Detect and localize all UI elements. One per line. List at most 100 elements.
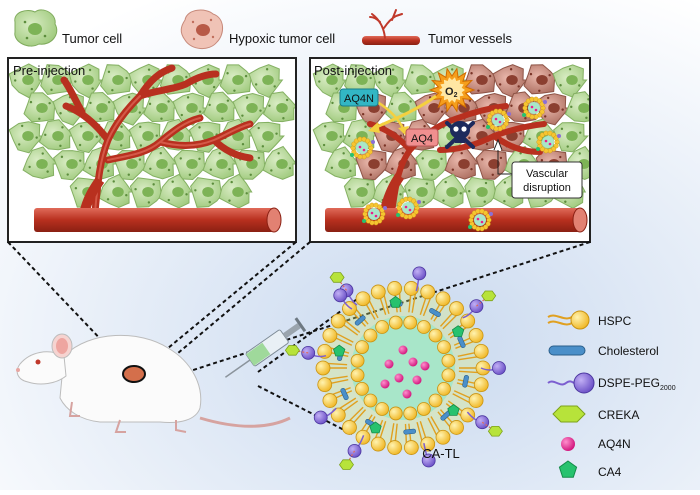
- hspc-head: [317, 377, 333, 393]
- pre-main-vessel: [34, 207, 282, 233]
- creka-peptide: [339, 459, 354, 470]
- tumor-cell: [83, 91, 120, 123]
- tumor-site-marker: [122, 365, 146, 383]
- tumor-cell: [22, 146, 59, 180]
- tumor-cell: [432, 173, 467, 209]
- cholesterol-rod: [340, 387, 349, 401]
- hspc-inner-head: [437, 340, 451, 355]
- vascular-disruption-line2: disruption: [523, 182, 571, 194]
- hspc-inner-head: [441, 353, 456, 368]
- tumor-cell: [343, 177, 380, 208]
- cholesterol-rod: [403, 428, 416, 435]
- creka-label: CREKA: [598, 408, 639, 422]
- tumor-cell: [173, 149, 210, 181]
- mini-nanoparticle: [522, 96, 547, 120]
- aq4n-label: AQ4N: [344, 93, 374, 105]
- hspc-head: [370, 436, 386, 452]
- hspc-head: [473, 343, 489, 359]
- hspc-inner-head: [363, 393, 378, 408]
- aq4n-label-box: [339, 88, 379, 107]
- pre-injection-title: Pre-injection: [13, 63, 85, 78]
- dspe-peg-head: [421, 453, 436, 468]
- tumor-cell: [9, 121, 45, 154]
- aq4n-molecule: [402, 389, 412, 399]
- tumor-cell: [38, 119, 75, 151]
- dspe-peg-head: [412, 266, 427, 281]
- hspc-head: [403, 281, 419, 296]
- mini-nanoparticle: [468, 208, 493, 232]
- tumor-cell: [158, 173, 193, 209]
- pre-injection-scene: [9, 63, 295, 233]
- hspc-head: [449, 420, 464, 435]
- hspc-head: [468, 393, 484, 408]
- tumor-cell: [129, 177, 166, 208]
- hspc-inner-head: [428, 328, 443, 343]
- cholesterol-icon: [548, 345, 586, 356]
- hspc-head: [435, 429, 451, 445]
- aq4n-component-label: AQ4N: [598, 437, 631, 451]
- tumor-cell: [553, 122, 589, 153]
- aq4-label: AQ4: [411, 133, 433, 145]
- creka-icon: [552, 405, 586, 423]
- post-injection-title: Post-injection: [314, 63, 392, 78]
- hspc-head: [330, 313, 346, 329]
- legend-hypoxic-cell-label: Hypoxic tumor cell: [229, 31, 335, 46]
- hspc-inner-head: [403, 406, 418, 421]
- legend-tumor-cell-label: Tumor cell: [62, 31, 122, 46]
- hspc-inner-head: [416, 402, 431, 416]
- hspc-head: [370, 284, 386, 300]
- vascular-disruption-line1: Vascular: [526, 168, 568, 180]
- hspc-inner-head: [350, 353, 365, 368]
- dspe-peg-icon: [547, 372, 595, 394]
- hspc-inner-head: [363, 328, 378, 343]
- hspc-head: [449, 301, 464, 316]
- hspc-head: [435, 291, 451, 307]
- hypoxic-tumor-cell: [523, 64, 560, 95]
- tumor-cell: [564, 91, 589, 123]
- hspc-inner-head: [375, 320, 390, 334]
- oxygen-arrow: [373, 94, 437, 130]
- hypoxic-tumor-cell-icon: [180, 9, 223, 49]
- dspe-peg-head: [313, 410, 328, 425]
- tumor-vessels-icon: [362, 9, 420, 45]
- cholesterol-rod: [354, 315, 366, 326]
- tumor-cell: [262, 91, 295, 123]
- mini-nanoparticle: [536, 130, 561, 154]
- ca4-molecule: [369, 421, 382, 434]
- tumor-cell: [262, 145, 295, 180]
- tumor-cell: [100, 64, 136, 95]
- ca4-label: CA4: [598, 465, 622, 479]
- tumor-cell-icon: [14, 9, 58, 47]
- hspc-inner-head: [388, 315, 403, 330]
- tumor-cell: [98, 173, 134, 209]
- legend: Tumor cell Hypoxic tumor cell Tumor vess…: [14, 9, 513, 49]
- hspc-head: [315, 360, 331, 376]
- hspc-head: [342, 420, 357, 435]
- tumor-cell: [415, 149, 452, 181]
- tumor-cell: [403, 64, 440, 95]
- cholesterol-rod: [429, 308, 441, 318]
- ca-tl-label: CA-TL: [422, 446, 460, 461]
- mini-nanoparticle: [362, 202, 387, 226]
- tumor-cell: [218, 173, 253, 209]
- dspe-peg-head: [333, 288, 348, 303]
- hspc-inner-head: [355, 340, 369, 355]
- hspc-head: [322, 393, 338, 408]
- mouse-illustration: [16, 333, 291, 433]
- aq4n-icon: [561, 437, 575, 451]
- hspc-head: [420, 284, 436, 300]
- hspc-head: [468, 328, 484, 343]
- hspc-inner-head: [416, 320, 431, 334]
- post-injection-scene: O2: [312, 63, 589, 233]
- tumor-cell: [53, 150, 89, 181]
- tumor-cell: [552, 64, 588, 98]
- nanoparticle-core: [351, 316, 455, 420]
- aq4-label-box: [405, 128, 439, 147]
- hspc-head: [355, 291, 371, 307]
- vascular-disruption-pointer: [497, 144, 512, 175]
- hypoxic-tumor-cell: [444, 145, 480, 180]
- aq4n-molecule: [412, 375, 422, 385]
- ca4-molecule: [451, 325, 465, 337]
